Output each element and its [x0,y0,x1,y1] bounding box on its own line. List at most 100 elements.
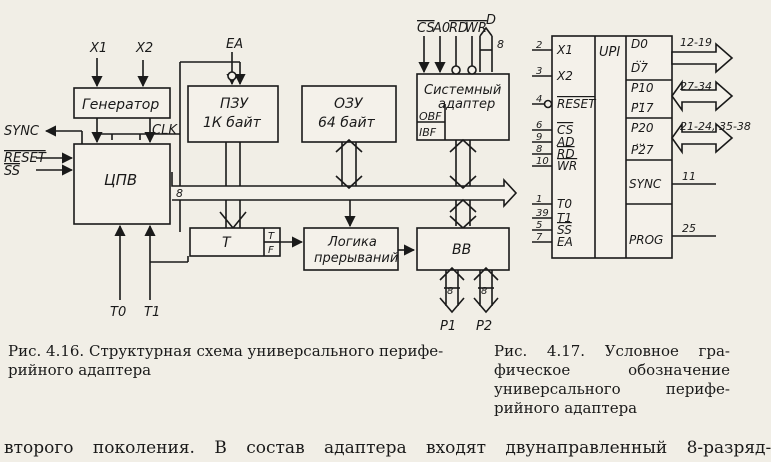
upi-chip [551,35,673,259]
chip-pin-label: CS [557,123,574,137]
chip-pin-label: T1 [557,211,572,225]
chip-pin-label: WR [557,159,577,173]
generator-label: Генератор [82,97,159,113]
caption-right-line-2: фическое обозначение [494,361,730,379]
generator-block [73,87,171,119]
obf-label: OBF [419,110,442,123]
chip-pin-label: T0 [557,197,572,211]
chip-sync-pin: 11 [682,170,696,183]
caption-right-line-3: универсального перифе- [494,380,730,398]
chip-group-dots: ... [636,137,646,148]
body-text-line: второго поколения. В состав адаптера вхо… [4,438,771,458]
ram-size: 64 байт [318,115,376,131]
clk-label: CLK [152,123,178,138]
chip-group-range: 12-19 [680,36,712,49]
chip-pin-number: 8 [536,144,542,155]
chip-pin-label: SS [557,223,572,237]
sync-label: SYNC [4,124,40,139]
ram-bus-link [335,138,363,190]
chip-pin-number: 6 [536,120,542,131]
io-label: ВВ [452,242,471,258]
t1-label: T1 [144,305,160,320]
system-adapter-block [416,73,510,141]
chip-pin-label: RD [557,147,575,161]
figure-caption-4-16: Рис. 4.16. Структурная схема универсальн… [8,342,478,380]
chip-group-bottom: P17 [631,101,654,115]
bus-width-label: 8 [176,187,183,200]
interrupt-logic-block [303,227,399,271]
p1-width: 8 [447,286,453,297]
chip-group-bottom: P27 [631,143,654,157]
wr-label: WR [465,21,487,36]
ram-title: ОЗУ [334,96,364,112]
ea-label: EA [226,37,243,52]
chip-pin-number: 2 [536,40,542,51]
p2-port-arrow [671,121,734,155]
p1-port-arrow [671,79,734,113]
chip-group-range: 21-24, 35-38 [680,120,751,133]
chip-right-groups: D0...D712-19P10...P1727-34P20...P2721-24… [631,36,751,157]
caption-left-line-2: рийного адаптера [8,361,152,379]
page: X1 X2 EA Генератор SYNC CLK RESET SS ЦПВ… [4,13,771,458]
rom-block [187,85,279,143]
rd-label: RD [449,21,468,36]
rom-title: ПЗУ [220,96,250,112]
chip-group-bottom: D7 [631,61,648,75]
chip-pin-number: 1 [536,194,542,205]
timer-f-label: F [268,245,274,256]
chip-pin-number: 9 [536,132,542,143]
chip-group-dots: ... [636,96,646,107]
chip-group-top: D0 [631,37,648,51]
timer-t-label: T [268,231,275,242]
a0-label: A0 [432,21,450,36]
cpu-label: ЦПВ [104,171,137,189]
ibf-label: IBF [419,126,437,139]
p1-label: P1 [440,319,456,334]
caption-right-line-1: Рис. 4.17. Условное гра- [494,342,730,360]
cpu-block [73,143,171,225]
chip-pin-number: 7 [536,232,543,243]
chip-pin-number: 3 [536,66,542,77]
chip-sync: SYNC [629,177,662,191]
chip-pin-label: X2 [556,69,573,83]
structure-diagram: X1 X2 EA Генератор SYNC CLK RESET SS ЦПВ… [4,13,751,334]
chip-group-top: P20 [631,121,654,135]
chip-group-dots: ... [636,54,646,65]
chip-prog: PROG [629,233,663,247]
reset-label: RESET [4,151,47,166]
sysadapter-label-2: адаптер [438,97,495,112]
chip-pin-number: 4 [536,94,542,105]
sysadapter-bus-link [449,138,477,190]
body-text: второго поколения. В состав адаптера вхо… [4,438,771,458]
io-bus-link [449,198,477,230]
chip-pin-label: AD [556,135,574,149]
interrupt-label-2: прерываний [314,251,398,266]
cs-label: CS [417,21,435,36]
caption-right-line-4: рийного адаптера [494,399,638,417]
rom-bus-link [225,142,241,186]
sysadapter-label-1: Системный [424,83,501,98]
chip-pin-label: EA [557,235,573,249]
io-block [416,227,510,271]
ram-block [301,85,397,143]
ss-label: SS [4,164,20,179]
x1-label: X1 [89,41,107,56]
p2-width: 8 [481,286,487,297]
chip-pin-label: X1 [556,43,573,57]
timer-bus-link [219,200,247,230]
p2-label: P2 [476,319,492,334]
figure-caption-4-17: Рис. 4.17. Условное гра- фическое обозна… [494,342,730,418]
main-bus [171,172,518,209]
d-label: D [486,13,496,28]
x2-label: X2 [135,41,153,56]
chip-group-range: 27-34 [680,80,712,93]
d-bus [479,26,493,72]
chip-pin-label: RESET [557,97,597,111]
t0-label: T0 [110,305,126,320]
caption-left-line-1: Рис. 4.16. Структурная схема универсальн… [8,342,444,360]
chip-pin-number: 5 [536,220,542,231]
d-port-arrow [671,42,734,74]
chip-prog-pin: 25 [682,222,696,235]
chip-pin-number: 10 [536,156,549,167]
